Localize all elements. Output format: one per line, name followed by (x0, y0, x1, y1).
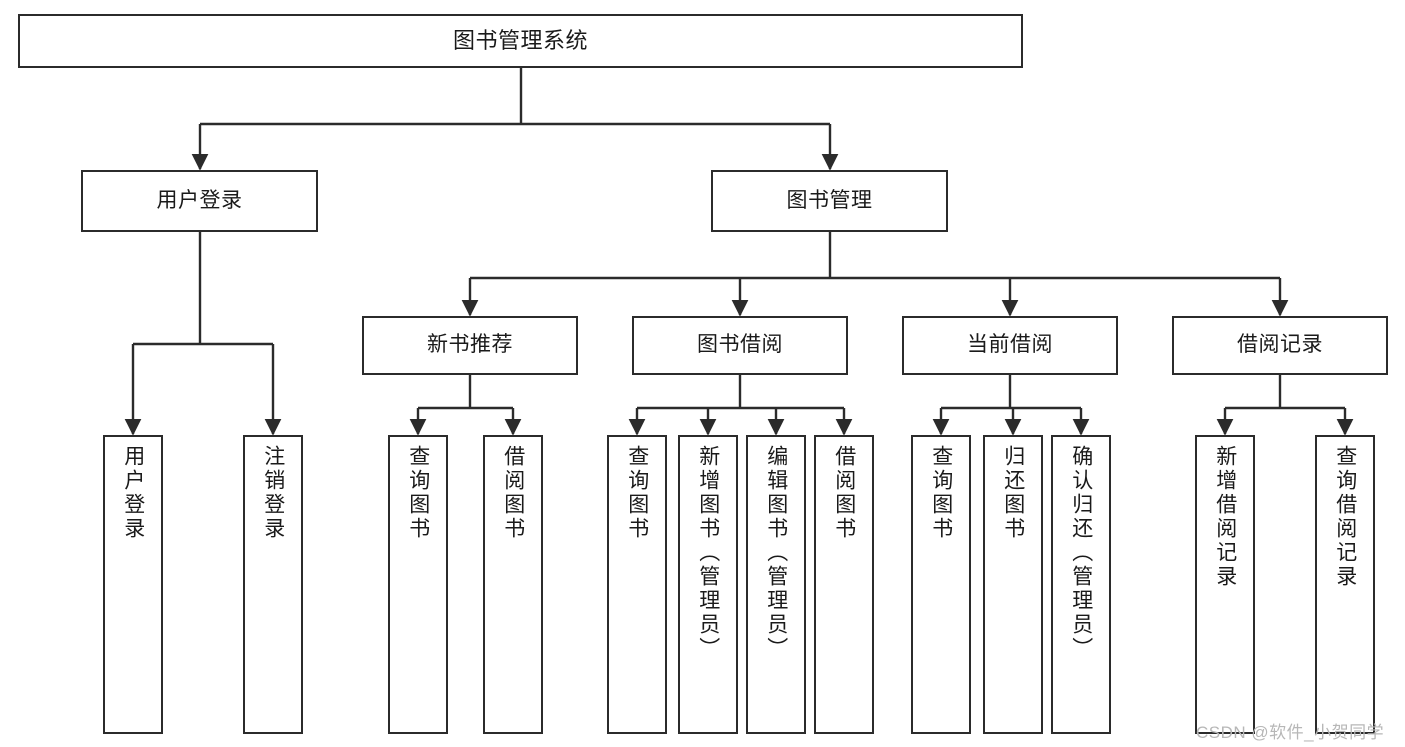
node-label: 编辑图书（管理员） (764, 445, 788, 661)
node-leaf-cu-query[interactable]: 查询图书 (911, 435, 971, 734)
node-label: 借阅记录 (1237, 333, 1323, 357)
node-newbook[interactable]: 新书推荐 (362, 316, 578, 375)
node-leaf-cu-confirm[interactable]: 确认归还（管理员） (1051, 435, 1111, 734)
node-leaf-bw-add[interactable]: 新增图书（管理员） (678, 435, 738, 734)
node-root[interactable]: 图书管理系统 (18, 14, 1023, 68)
node-label: 借阅图书 (832, 445, 856, 541)
node-borrow[interactable]: 图书借阅 (632, 316, 848, 375)
node-leaf-user-logout[interactable]: 注销登录 (243, 435, 303, 734)
node-label: 用户登录 (156, 188, 243, 212)
node-bookmgmt[interactable]: 图书管理 (711, 170, 948, 232)
node-label: 查询图书 (406, 445, 430, 541)
node-label: 图书借阅 (697, 333, 783, 357)
node-leaf-bw-query[interactable]: 查询图书 (607, 435, 667, 734)
node-leaf-rc-add[interactable]: 新增借阅记录 (1195, 435, 1255, 734)
node-records[interactable]: 借阅记录 (1172, 316, 1388, 375)
node-current[interactable]: 当前借阅 (902, 316, 1118, 375)
node-label: 当前借阅 (967, 333, 1053, 357)
node-leaf-bw-borrow[interactable]: 借阅图书 (814, 435, 874, 734)
node-leaf-nb-query[interactable]: 查询图书 (388, 435, 448, 734)
node-leaf-nb-borrow[interactable]: 借阅图书 (483, 435, 543, 734)
node-label: 归还图书 (1001, 445, 1025, 541)
node-label: 确认归还（管理员） (1069, 445, 1093, 661)
node-leaf-cu-return[interactable]: 归还图书 (983, 435, 1043, 734)
node-label: 图书管理 (786, 188, 873, 212)
edge-group (124, 68, 1354, 436)
node-label: 新增图书（管理员） (696, 445, 720, 661)
watermark: CSDN @软件_小贺同学 (1196, 723, 1385, 742)
node-label: 新书推荐 (427, 333, 513, 357)
node-login[interactable]: 用户登录 (81, 170, 318, 232)
node-leaf-bw-edit[interactable]: 编辑图书（管理员） (746, 435, 806, 734)
node-leaf-rc-query[interactable]: 查询借阅记录 (1315, 435, 1375, 734)
node-label: 注销登录 (261, 445, 285, 541)
node-label: 借阅图书 (501, 445, 525, 541)
node-label: 新增借阅记录 (1213, 445, 1237, 589)
node-leaf-user-login[interactable]: 用户登录 (103, 435, 163, 734)
node-label: 查询图书 (625, 445, 649, 541)
node-label: 查询图书 (929, 445, 953, 541)
node-label: 查询借阅记录 (1333, 445, 1357, 589)
node-label: 用户登录 (121, 445, 145, 541)
node-label: 图书管理系统 (452, 28, 588, 54)
